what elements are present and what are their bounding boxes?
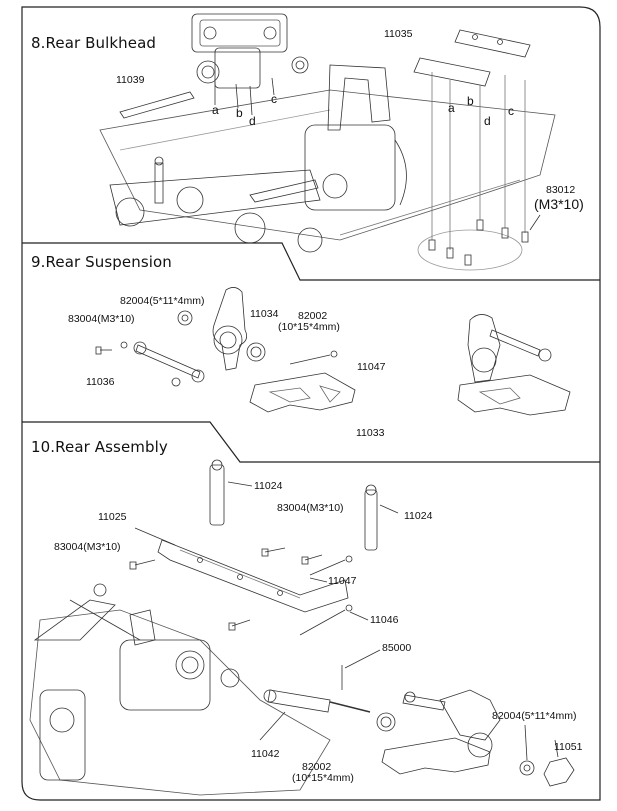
part-label-83004: 83004(M3*10) <box>68 313 135 325</box>
letter-a-right: a <box>448 101 455 115</box>
section-10-title: 10.Rear Assembly <box>31 438 168 456</box>
part-label-83012: 83012 <box>546 184 576 196</box>
part-label-11047: 11047 <box>328 575 357 587</box>
part-label-11024-right: 11024 <box>404 510 433 522</box>
part-size-83012: (M3*10) <box>534 196 584 212</box>
part-label-11035: 11035 <box>384 28 413 40</box>
letter-a: a <box>212 103 219 117</box>
part-label-82002: 82002 <box>302 761 332 773</box>
part-size-82002: (10*15*4mm) <box>292 772 354 784</box>
part-label-82004: 82004(5*11*4mm) <box>120 295 205 307</box>
letter-c: c <box>271 92 277 106</box>
letter-c-right: c <box>508 104 514 118</box>
part-label-83004-left: 83004(M3*10) <box>54 541 121 553</box>
page-frame <box>21 6 601 801</box>
section9-art <box>95 287 571 416</box>
section-9-title: 9.Rear Suspension <box>31 253 172 271</box>
divider-9-10 <box>22 421 600 463</box>
part-label-11051: 11051 <box>554 741 583 753</box>
part-label-85000: 85000 <box>382 642 412 654</box>
part-label-11024-left: 11024 <box>254 480 283 492</box>
part-label-11046: 11046 <box>370 614 399 626</box>
letter-d: d <box>249 114 256 128</box>
part-label-82002: 82002 <box>298 310 328 322</box>
letter-b-right: b <box>467 94 474 108</box>
section8-art <box>99 13 556 271</box>
letter-b: b <box>236 106 243 120</box>
part-size-82002: (10*15*4mm) <box>278 321 340 333</box>
section-8-title: 8.Rear Bulkhead <box>31 34 157 52</box>
part-label-11036: 11036 <box>86 376 115 388</box>
part-label-11034: 11034 <box>250 308 279 320</box>
letter-d-right: d <box>484 114 491 128</box>
part-label-11039: 11039 <box>116 74 145 86</box>
part-label-83004-top: 83004(M3*10) <box>277 502 344 514</box>
part-label-11025: 11025 <box>98 511 127 523</box>
part-label-11033: 11033 <box>356 427 385 439</box>
part-label-82004: 82004(5*11*4mm) <box>492 710 577 722</box>
divider-8-9 <box>22 242 600 281</box>
section10-art <box>29 459 575 796</box>
part-label-11047: 11047 <box>357 361 386 373</box>
part-label-11042: 11042 <box>251 748 280 760</box>
